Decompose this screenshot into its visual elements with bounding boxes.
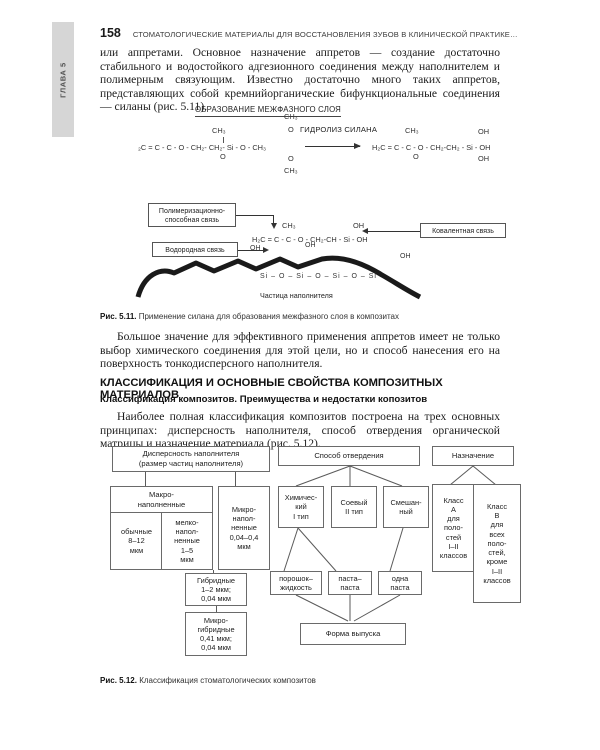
- running-head-title: СТОМАТОЛОГИЧЕСКИЕ МАТЕРИАЛЫ ДЛЯ ВОССТАНО…: [132, 30, 518, 39]
- node-class-a[interactable]: Класс А для поло- стей I–II классов: [432, 484, 474, 572]
- surface-siloxane-network: Si – O – Si – O – Si – O – Si: [260, 273, 377, 280]
- filler-particle-surface: [135, 255, 422, 300]
- figure-511-caption: Рис. 5.11. Применение силана для образов…: [100, 312, 520, 321]
- chain-si-hydroxyl: OH: [353, 221, 365, 230]
- surface-hydroxyl-1: OH: [250, 245, 261, 252]
- figure-511-caption-text: Применение силана для образования межфаз…: [138, 312, 399, 321]
- right-carbonyl-oxygen: O: [413, 152, 419, 161]
- right-si-bottom-hydroxyl: OH: [478, 154, 490, 163]
- paragraph-intro: или аппретами. Основное назначение аппре…: [100, 46, 500, 114]
- callout-leader-line: [273, 215, 274, 224]
- bond-line: [223, 137, 224, 143]
- node-release-form[interactable]: Форма выпуска: [300, 623, 406, 645]
- figure-511-title: ОБРАЗОВАНИЕ МЕЖФАЗНОГО СЛОЯ: [195, 105, 341, 117]
- node-curing-mixed[interactable]: Смешан- ный: [383, 486, 429, 528]
- page-number: 158: [100, 26, 121, 40]
- node-macro-ordinary[interactable]: обычные 8–12 мкм: [110, 512, 162, 570]
- connector: [235, 472, 236, 486]
- right-formula: H₂C = C - C - O - CH₂-CH₂ - Si - OH: [372, 143, 491, 152]
- figure-512-caption: Рис. 5.12. Классификация стоматологическ…: [100, 676, 520, 685]
- surface-hydroxyl-2: OH: [305, 242, 316, 249]
- left-methyl-top: CH₃: [212, 126, 226, 135]
- purpose-connectors: [449, 465, 497, 486]
- left-si-bottom-methyl: CH₃: [284, 166, 298, 175]
- chapter-tab-label: ГЛАВА 5: [58, 61, 68, 98]
- node-micro-filled[interactable]: Микро- напол- ненные 0,04–0,4 мкм: [218, 486, 270, 570]
- release-form-connectors: [295, 594, 401, 622]
- connector: [216, 606, 217, 612]
- callout-hydrogen-bond: Водородная связь: [152, 242, 238, 257]
- left-carbonyl-oxygen: O: [220, 152, 226, 161]
- form-connectors: [283, 527, 404, 572]
- node-macro-filled[interactable]: Макро- наполненные: [110, 486, 213, 512]
- surface-hydroxyl-3: OH: [400, 253, 411, 260]
- left-si-bottom-oxygen: O: [288, 154, 294, 163]
- node-powder-liquid[interactable]: порошок– жидкость: [270, 571, 322, 595]
- callout-leader-line: [368, 231, 420, 232]
- callout-leader-line: [238, 250, 264, 251]
- node-microhybrid[interactable]: Микро- гибридные 0,41 мкм; 0,04 мкм: [185, 612, 247, 656]
- figure-511-caption-number: Рис. 5.11.: [100, 312, 137, 321]
- hydrolysis-label: ГИДРОЛИЗ СИЛАНА: [300, 125, 378, 134]
- figure-512-caption-text: Классификация стоматологических композит…: [139, 676, 316, 685]
- node-one-paste[interactable]: одна паста: [378, 571, 422, 595]
- right-methyl-top: CH₃: [405, 126, 419, 135]
- curing-connectors: [295, 465, 403, 487]
- node-curing-chemical[interactable]: Химичес- кий I тип: [278, 486, 324, 528]
- chain-formula: H₂C = C - C - O - CH₂-CH - Si - OH: [252, 235, 368, 244]
- node-curing-light[interactable]: Соевый II тип: [331, 486, 377, 528]
- callout-polymerization-bond: Полимеризационно- способная связь: [148, 203, 236, 227]
- reaction-arrow-icon: [305, 143, 361, 149]
- left-formula: ₂C = C - C - O - CH₂- CH₂- Si - O - CH₃: [138, 143, 267, 152]
- left-si-top-oxygen: O: [288, 125, 294, 134]
- paragraph-classification: Наиболее полная классификация композитов…: [100, 410, 500, 451]
- particle-label: Частица наполнителя: [260, 291, 333, 300]
- section-heading: КЛАССИФИКАЦИЯ И ОСНОВНЫЕ СВОЙСТВА КОМПОЗ…: [100, 377, 443, 401]
- connector: [145, 472, 146, 486]
- node-hybrid[interactable]: Гибридные 1–2 мкм; 0,04 мкм: [185, 573, 247, 606]
- running-head: 158 СТОМАТОЛОГИЧЕСКИЕ МАТЕРИАЛЫ ДЛЯ ВОСС…: [100, 26, 582, 40]
- left-si-top-methyl: CH₃: [284, 112, 298, 121]
- node-paste-paste[interactable]: паста– паста: [328, 571, 372, 595]
- callout-arrow-icon: [271, 223, 277, 229]
- node-class-b[interactable]: Класс В для всех поло- стей, кроме I–II …: [473, 484, 521, 603]
- node-macro-fine[interactable]: мелко- напол- ненные 1–5 мкм: [161, 512, 213, 570]
- callout-arrow-icon: [362, 228, 368, 234]
- figure-5-12: Дисперсность наполнителя (размер частиц …: [100, 446, 521, 674]
- figure-5-11: ОБРАЗОВАНИЕ МЕЖФАЗНОГО СЛОЯ CH₃ ₂C = C -…: [100, 105, 506, 305]
- chapter-tab: ГЛАВА 5: [52, 22, 74, 137]
- callout-covalent-bond: Ковалентная связь: [420, 223, 506, 238]
- subsection-heading: Классификация композитов. Преимущества и…: [100, 394, 428, 405]
- callout-arrow-icon: [263, 247, 269, 253]
- node-dispersity-root[interactable]: Дисперсность наполнителя (размер частиц …: [112, 446, 270, 472]
- node-purpose-root[interactable]: Назначение: [432, 446, 514, 466]
- chain-methyl: CH₃: [282, 221, 296, 230]
- node-curing-root[interactable]: Способ отвердения: [278, 446, 420, 466]
- figure-512-caption-number: Рис. 5.12.: [100, 676, 137, 685]
- right-si-top-hydroxyl: OH: [478, 127, 490, 136]
- paragraph-appret: Большое значение для эффективного примен…: [100, 330, 500, 371]
- callout-leader-line: [236, 215, 274, 216]
